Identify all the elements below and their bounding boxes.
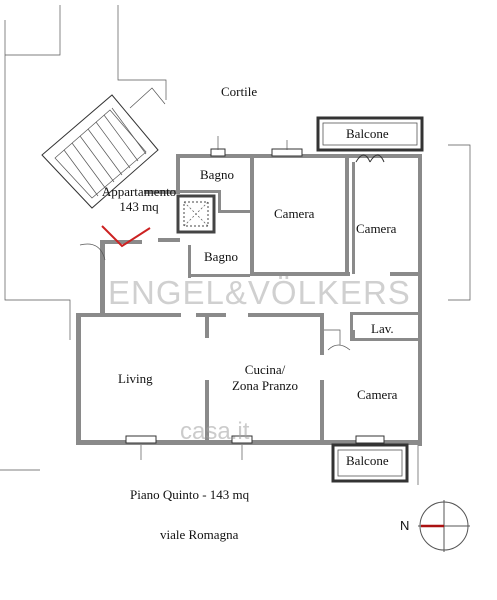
windows-bottom xyxy=(125,435,385,460)
interior-walls xyxy=(81,158,422,442)
cucina-label-line2: Zona Pranzo xyxy=(231,378,299,393)
cucina-label-line1: Cucina/ xyxy=(244,362,286,377)
compass-icon xyxy=(418,500,470,552)
courtyard-label: Cortile xyxy=(221,84,258,99)
floor-caption: Piano Quinto - 143 mq xyxy=(130,487,250,502)
camera-2-label: Camera xyxy=(356,221,397,236)
street-label: viale Romagna xyxy=(160,527,239,542)
area-value: 143 mq xyxy=(119,199,159,214)
neighbour-outlines xyxy=(0,5,471,485)
balcone-bottom-label: Balcone xyxy=(346,453,389,468)
door-arcs xyxy=(79,243,351,351)
camera-3-label: Camera xyxy=(357,387,398,402)
living-label: Living xyxy=(118,371,153,386)
entrance-marker xyxy=(101,225,151,248)
area-label: Appartamento xyxy=(101,184,177,199)
camera-1-label: Camera xyxy=(274,206,315,221)
bagno-2-label: Bagno xyxy=(204,249,238,264)
balcone-top-label: Balcone xyxy=(346,126,389,141)
bagno-1-label: Bagno xyxy=(200,167,234,182)
elevator xyxy=(176,194,216,234)
compass-north-label: N xyxy=(400,518,410,533)
balcone-top-outline xyxy=(316,116,424,163)
balcone-bottom-outline xyxy=(331,443,409,483)
windows-top xyxy=(210,136,303,157)
staircase xyxy=(41,87,166,209)
lavanderia-label: Lav. xyxy=(371,321,394,336)
